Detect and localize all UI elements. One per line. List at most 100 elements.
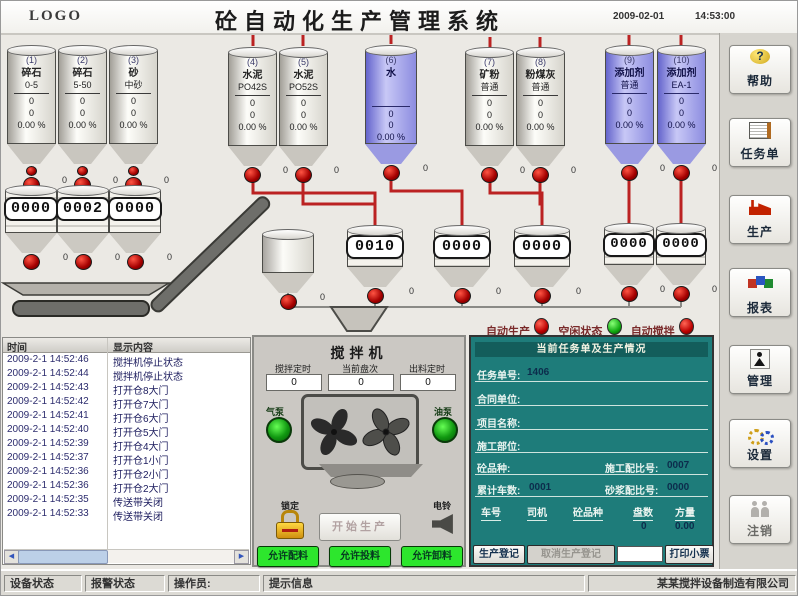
weight-display: 0002 — [56, 197, 110, 221]
aggregate-weigh-hopper-2: 0002 0 — [56, 185, 120, 270]
weight-display: 0000 — [655, 233, 707, 257]
fan-icon — [362, 408, 410, 456]
help-button[interactable]: ? 帮助 — [729, 45, 791, 94]
valve-indicator — [244, 167, 261, 183]
silo-number: (1) — [26, 55, 37, 65]
scroll-left-arrow[interactable]: ◀ — [4, 550, 19, 564]
discharge-timer-value[interactable]: 0 — [400, 374, 456, 391]
cancel-register-button[interactable]: 取消生产登记 — [527, 545, 615, 564]
valve-indicator — [295, 167, 312, 183]
log-horizontal-scrollbar[interactable]: ◀ ▶ — [4, 549, 249, 564]
weight-display: 0000 — [513, 235, 571, 259]
mixing-timer-value[interactable]: 0 — [266, 374, 322, 391]
allow-batching-button[interactable]: 允许配料 — [257, 546, 319, 567]
additive-weigh-hopper-2: 0000 0 — [655, 223, 717, 302]
valve-indicator — [74, 254, 92, 270]
task-order-button[interactable]: 任务单 — [729, 118, 791, 167]
valve-indicator — [481, 167, 498, 183]
start-production-button[interactable]: 开始生产 — [319, 513, 401, 541]
silo-1: (1) 碎石 0-5 0 0 0.00 % 0 — [7, 45, 67, 193]
site-label: 施工部位: — [477, 442, 521, 453]
lock-icon[interactable] — [276, 510, 304, 539]
idle-state-light — [606, 318, 622, 335]
report-icon — [755, 276, 765, 285]
silo-actual-value: 0 — [28, 108, 34, 119]
production-register-button[interactable]: 生产登记 — [473, 545, 525, 564]
tasklist-icon — [749, 122, 771, 139]
concrete-type-label: 砼品种: — [477, 464, 511, 475]
mortar-no-value: 0000 — [667, 482, 690, 493]
scrollbar-thumb[interactable] — [18, 550, 108, 564]
bell-label: 电铃 — [432, 501, 451, 511]
allow-discharge-button[interactable]: 允许卸料 — [401, 546, 463, 567]
valve-count: 0 — [61, 175, 67, 185]
project-label: 项目名称: — [477, 419, 521, 430]
status-bar: 设备状态 报警状态 操作员: 提示信息 某某搅拌设备制造有限公司 — [1, 569, 797, 595]
person-icon — [750, 349, 770, 369]
mixer-title: 搅拌机 — [330, 345, 388, 361]
valve-indicator — [279, 294, 297, 310]
valve-indicator — [22, 254, 40, 270]
silo-9: (9) 添加剂 普通 0 0 0.00 % 0 — [605, 45, 665, 181]
mixer-panel: 搅拌机 搅拌定时 当前盘次 出料定时 0 0 0 气泵 油泵 — [252, 335, 466, 567]
weight-display: 0000 — [603, 233, 655, 257]
valve-indicator — [672, 286, 690, 302]
management-button[interactable]: 管理 — [729, 345, 791, 394]
silo-6-water: (6) 水 0 0 0.00 % 0 — [365, 45, 428, 181]
water-weigh-hopper: 0000 0 — [433, 225, 501, 304]
discharge-timer-label: 出料定时 — [408, 364, 445, 374]
print-ticket-button[interactable]: 打印小票 — [665, 545, 714, 564]
valve-indicator — [126, 254, 144, 270]
silo-cap — [7, 45, 56, 56]
valve-indicator — [453, 288, 471, 304]
production-button[interactable]: 生产 — [729, 195, 791, 244]
truck-total-label: 累计车数: — [477, 486, 521, 497]
transfer-hopper: 0 — [262, 229, 325, 310]
current-batch-label: 当前盘次 — [341, 364, 378, 374]
silo-grade: 0-5 — [24, 79, 38, 90]
device-status-cell: 设备状态 — [4, 575, 82, 592]
date-display: 2009-02-01 — [613, 11, 665, 22]
powder-weigh-hopper: 0000 0 — [513, 225, 581, 304]
batch-count-value: 0 — [641, 521, 647, 532]
users-icon — [730, 499, 790, 521]
scroll-right-arrow[interactable]: ▶ — [234, 550, 249, 564]
silo-set-value: 0 — [28, 96, 34, 107]
log-col-content: 显示内容 — [113, 343, 153, 354]
truck-total-value: 0001 — [529, 482, 552, 493]
bell-icon[interactable] — [432, 514, 453, 534]
reports-button[interactable]: 报表 — [729, 268, 791, 317]
company-name: 某某搅拌设备制造有限公司 — [588, 575, 796, 592]
weight-display: 0000 — [433, 235, 491, 259]
time-display: 14:53:00 — [695, 11, 736, 22]
task-panel-title: 当前任务单及生产情况 — [475, 342, 708, 357]
mix-no-label: 施工配比号: — [605, 464, 659, 475]
factory-icon — [749, 200, 771, 215]
register-input[interactable] — [617, 546, 663, 562]
current-batch-value[interactable]: 0 — [328, 374, 394, 391]
mortar-no-label: 砂浆配比号: — [605, 486, 659, 497]
mixer-funnel — [329, 306, 389, 332]
silo-5: (5) 水泥 PO52S 0 0 0.00 % 0 — [279, 47, 339, 183]
settings-button[interactable]: 设置 — [729, 419, 791, 468]
cement-weigh-hopper: 0010 0 — [346, 225, 414, 304]
volume-value: 0.00 — [675, 521, 695, 532]
valve-indicator — [366, 288, 384, 304]
belt-feeder-pan — [1, 282, 172, 296]
allow-feeding-button[interactable]: 允许投料 — [329, 546, 391, 567]
page-title: 砼自动化生产管理系统 — [214, 9, 505, 34]
logout-button[interactable]: 注销 — [729, 495, 791, 544]
valve-indicator — [533, 288, 551, 304]
incline-belt-conveyor — [150, 196, 271, 313]
